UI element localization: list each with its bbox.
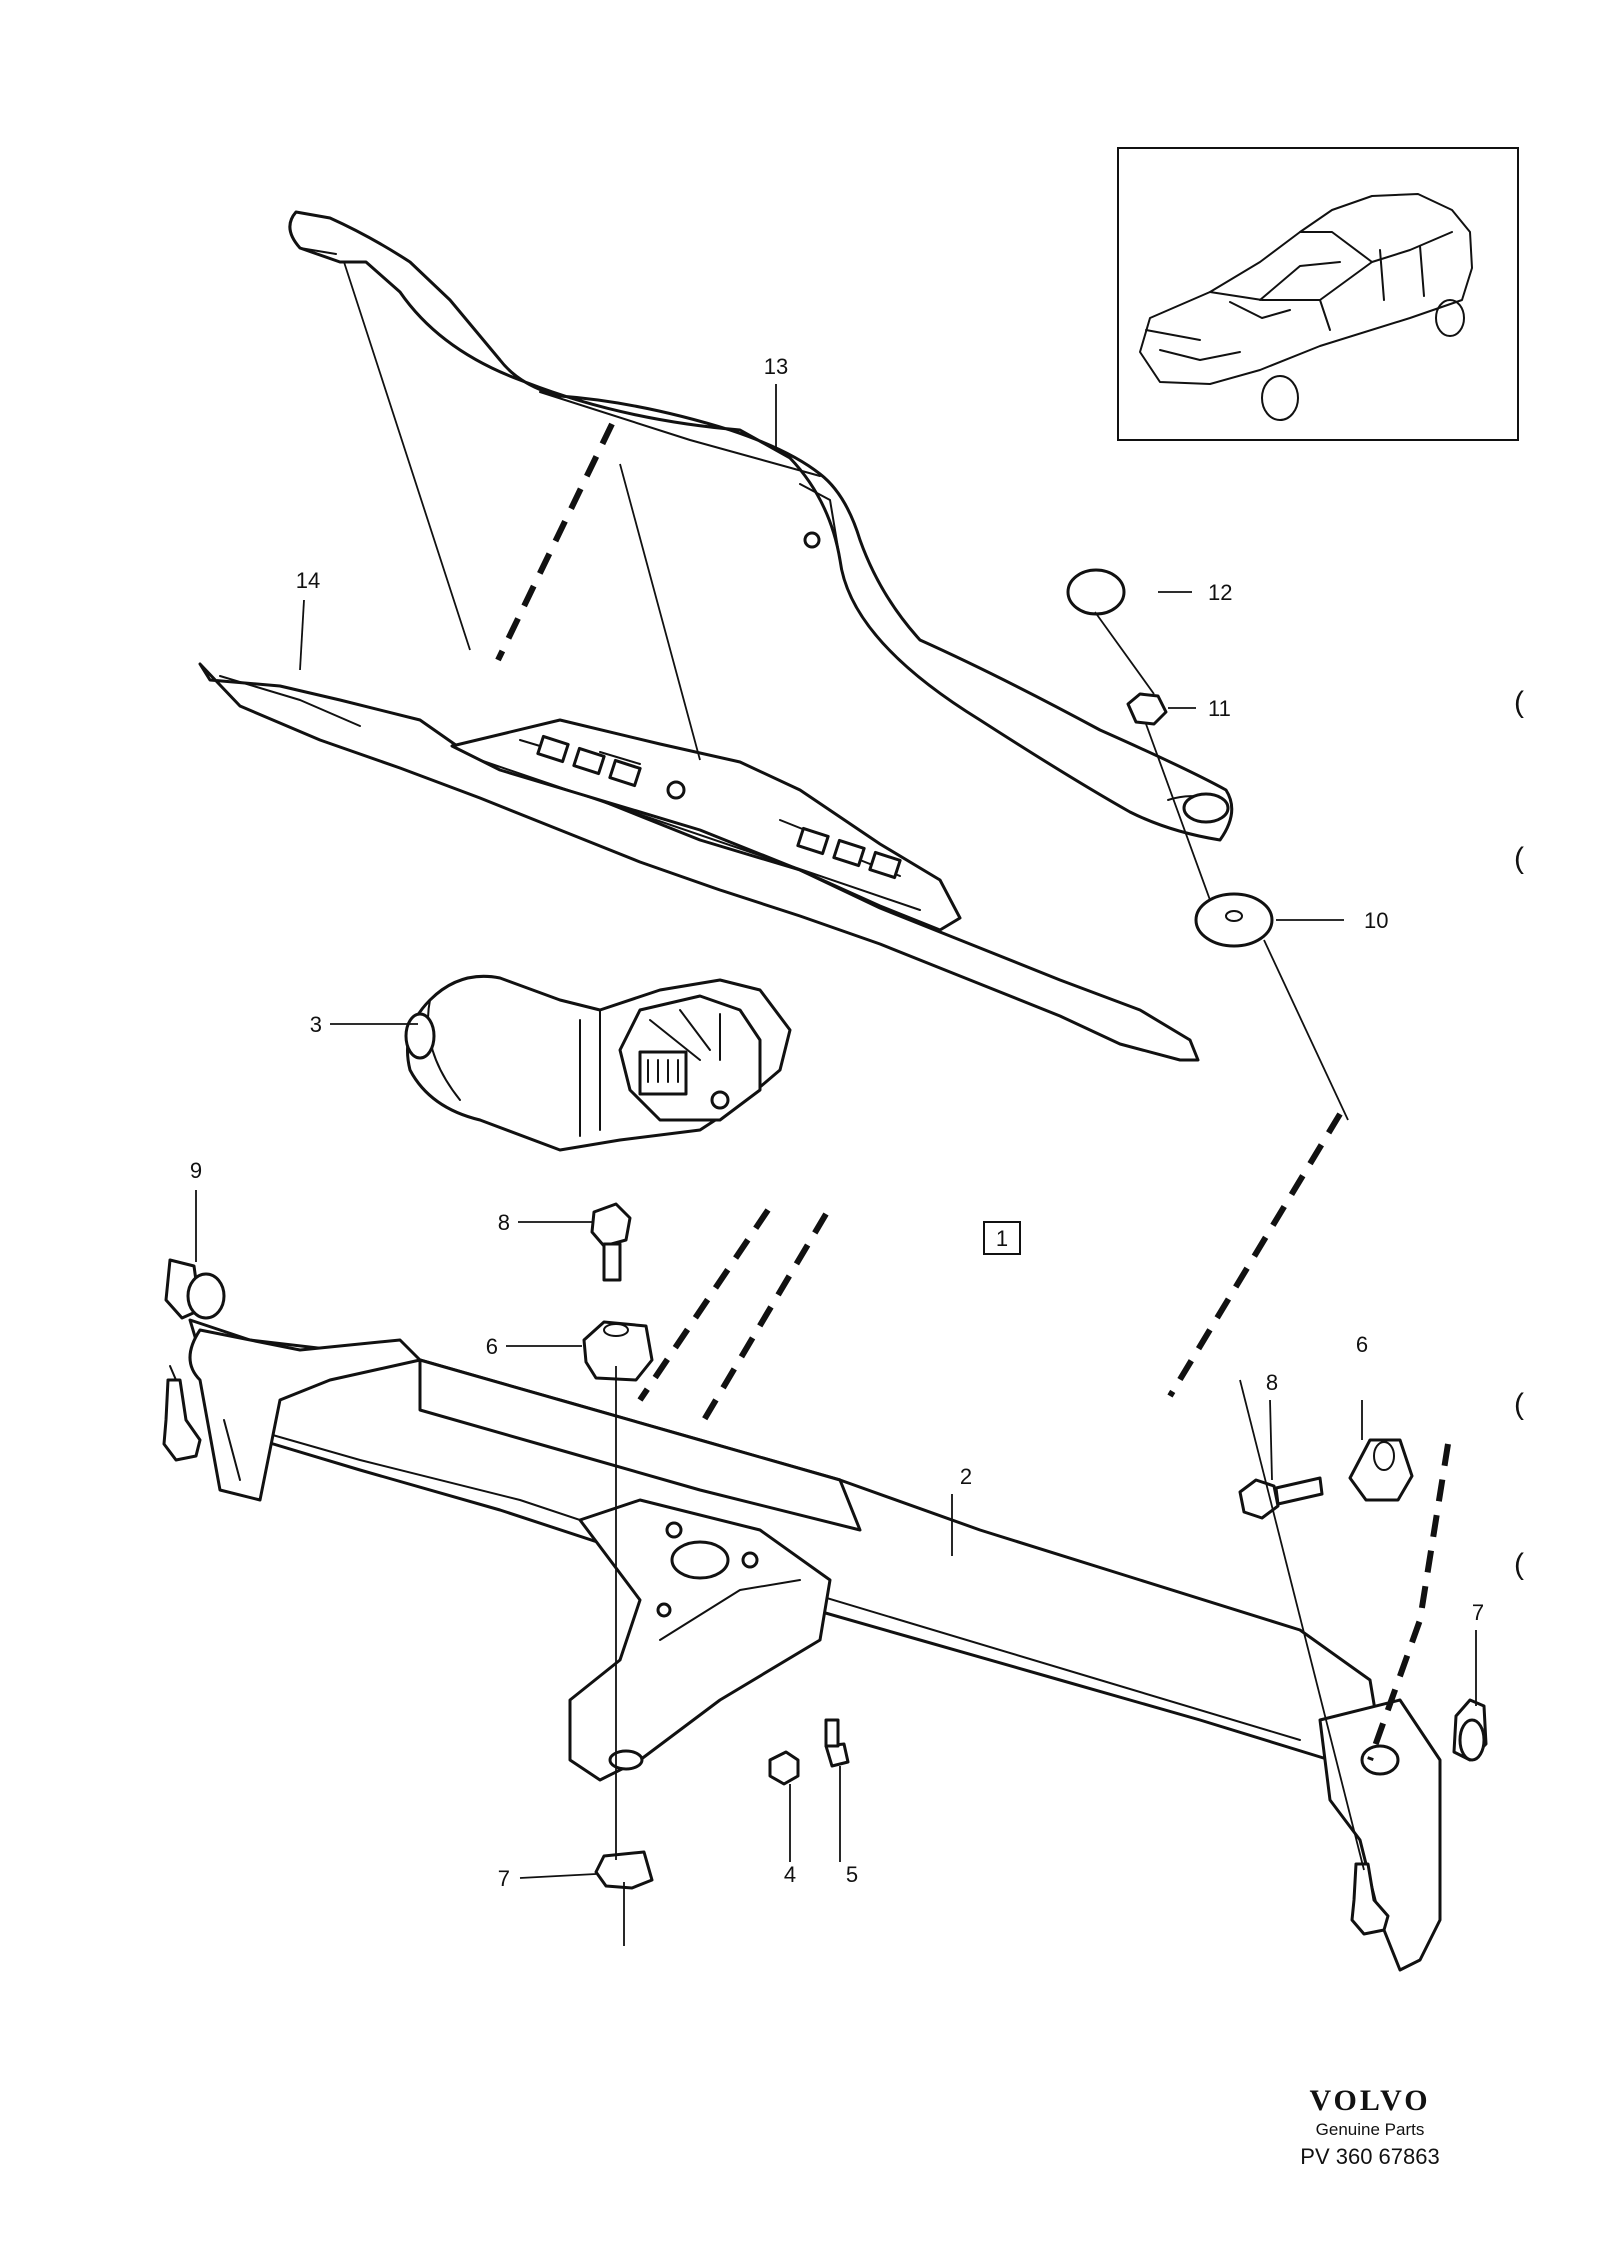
- bush-icon-right: [1452, 1698, 1488, 1762]
- callout-13: 13: [764, 354, 788, 379]
- callout-7-right: 7: [1472, 1600, 1484, 1625]
- callout-3: 3: [310, 1012, 322, 1037]
- cap-icon: [1066, 568, 1126, 616]
- genuine-parts-label: Genuine Parts: [1315, 2120, 1425, 2139]
- callout-14: 14: [296, 568, 320, 593]
- callout-11: 11: [1208, 696, 1231, 721]
- diagram-code: PV 360 67863: [1300, 2144, 1440, 2169]
- side-mark: (: [1514, 686, 1524, 719]
- callout-9: 9: [190, 1158, 202, 1183]
- callout-12: 12: [1208, 580, 1232, 605]
- side-mark: (: [1514, 842, 1524, 875]
- bolt-icon: [590, 1202, 632, 1282]
- wiper-linkage-frame-icon: [162, 1318, 1442, 1972]
- rubber-grommet-icon-right: [1348, 1438, 1414, 1502]
- callout-5: 5: [846, 1862, 858, 1887]
- car-thumbnail-icon: [1117, 147, 1519, 441]
- volvo-logo: VOLVO: [1309, 2084, 1431, 2117]
- washer-icon: [1194, 892, 1274, 948]
- callout-2: 2: [960, 1464, 972, 1489]
- leader-lines: [195, 261, 1477, 1946]
- callout-1: 1: [996, 1226, 1008, 1251]
- callout-10: 10: [1364, 908, 1388, 933]
- callout-7-left: 7: [498, 1866, 510, 1891]
- screw-icon: [824, 1718, 850, 1768]
- callout-1-box: 1: [983, 1221, 1021, 1255]
- callout-6-left: 6: [486, 1334, 498, 1359]
- wiper-arm-icon: [288, 210, 1234, 842]
- callout-4: 4: [784, 1862, 796, 1887]
- bush-icon-bottom: [594, 1850, 654, 1890]
- nut-icon: [1126, 692, 1168, 726]
- brand-block: VOLVO Genuine Parts PV 360 67863: [1270, 2084, 1470, 2172]
- nut-icon-bottom: [768, 1750, 800, 1786]
- bolt-icon-right: [1238, 1476, 1324, 1520]
- callout-6-right: 6: [1356, 1332, 1368, 1357]
- callout-8-left: 8: [498, 1210, 510, 1235]
- callout-8-right: 8: [1266, 1370, 1278, 1395]
- side-mark: (: [1514, 1388, 1524, 1421]
- rubber-grommet-icon: [582, 1320, 654, 1382]
- side-mark: (: [1514, 1548, 1524, 1581]
- wiper-motor-icon: [404, 974, 792, 1152]
- bush-icon: [164, 1258, 226, 1320]
- wiper-blade-icon: [198, 662, 1200, 1062]
